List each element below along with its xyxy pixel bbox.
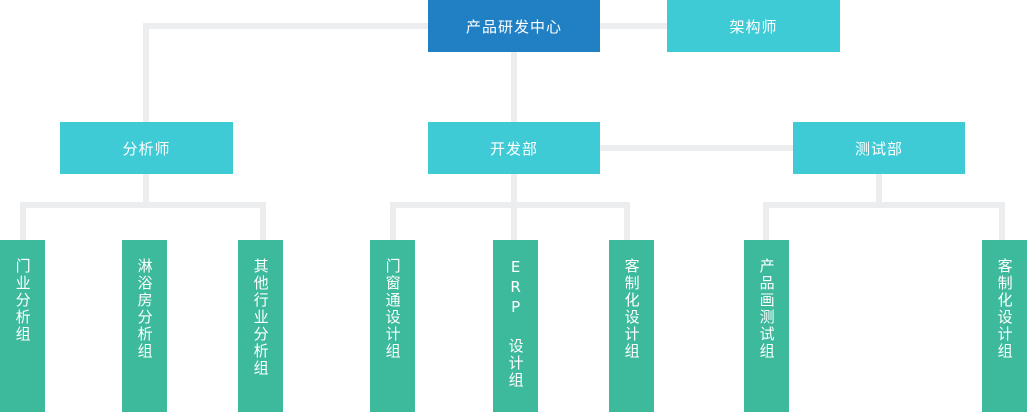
node-team-erp-design[interactable]: ERP 设计组 xyxy=(493,240,538,412)
connector-root-to-analyst-v xyxy=(143,23,149,127)
node-label: 分析师 xyxy=(122,139,171,158)
connector-dev-drop-1 xyxy=(390,202,396,244)
node-label: 产品画测试组 xyxy=(757,258,776,360)
node-label: 客制化设计组 xyxy=(622,258,641,360)
connector-qa-drop-1 xyxy=(763,202,769,244)
node-qa[interactable]: 测试部 xyxy=(793,122,965,174)
node-label: 其他行业分析组 xyxy=(251,258,270,377)
connector-qa-drop-2 xyxy=(999,202,1005,244)
node-team-door-analysis[interactable]: 门业分析组 xyxy=(0,240,45,412)
node-analyst[interactable]: 分析师 xyxy=(60,122,233,174)
node-root[interactable]: 产品研发中心 xyxy=(428,0,600,52)
connector-root-to-dev xyxy=(511,52,517,127)
connector-root-to-analyst-h xyxy=(143,23,433,29)
node-label: 淋浴房分析组 xyxy=(135,258,154,360)
connector-analyst-stem xyxy=(143,174,149,205)
connector-dev-bus xyxy=(390,202,630,208)
connector-dev-to-qa xyxy=(600,145,885,151)
connector-dev-drop-3 xyxy=(624,202,630,244)
node-label: 客制化设计组 xyxy=(995,258,1014,360)
node-label: 门窗通设计组 xyxy=(383,258,402,360)
node-label: 产品研发中心 xyxy=(465,17,562,36)
node-label: 开发部 xyxy=(489,139,538,158)
connector-root-to-architect xyxy=(600,23,667,29)
connector-qa-stem xyxy=(876,174,882,205)
node-team-window-design[interactable]: 门窗通设计组 xyxy=(370,240,415,412)
node-label: ERP 设计组 xyxy=(506,258,525,389)
node-label: 测试部 xyxy=(854,139,903,158)
connector-analyst-drop-1 xyxy=(20,202,26,244)
node-label: 门业分析组 xyxy=(13,258,32,343)
connector-analyst-bus xyxy=(20,202,266,208)
node-team-custom-design-qa[interactable]: 客制化设计组 xyxy=(982,240,1027,412)
node-team-custom-design[interactable]: 客制化设计组 xyxy=(609,240,654,412)
node-label: 架构师 xyxy=(729,17,778,36)
connector-dev-stem xyxy=(511,174,517,205)
node-team-shower-analysis[interactable]: 淋浴房分析组 xyxy=(122,240,167,412)
connector-dev-drop-2 xyxy=(511,202,517,244)
node-team-other-analysis[interactable]: 其他行业分析组 xyxy=(238,240,283,412)
node-dev[interactable]: 开发部 xyxy=(428,122,600,174)
node-architect[interactable]: 架构师 xyxy=(667,0,840,52)
node-team-product-image-qa[interactable]: 产品画测试组 xyxy=(744,240,789,412)
connector-analyst-drop-3 xyxy=(260,202,266,244)
connector-qa-bus xyxy=(763,202,1005,208)
